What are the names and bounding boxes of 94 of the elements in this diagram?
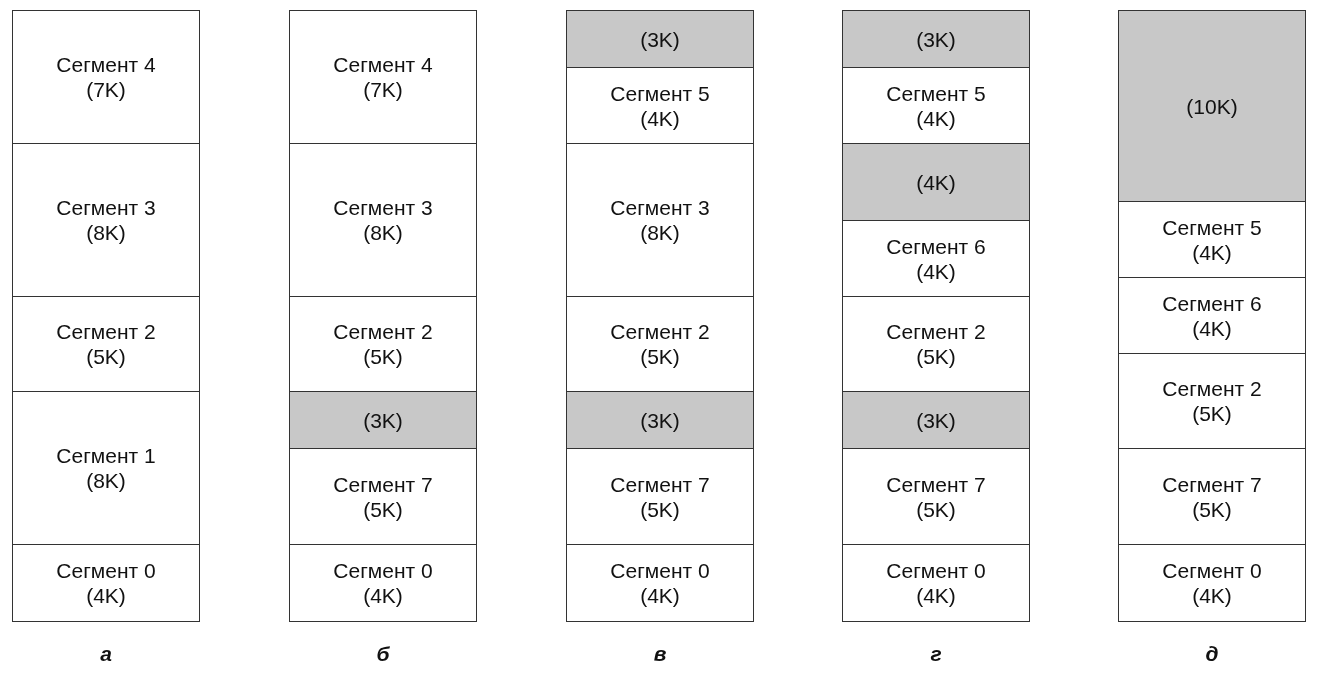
panel-label: г xyxy=(929,642,943,666)
free-memory-block xyxy=(842,391,1030,450)
block-text: (5K) xyxy=(363,496,403,522)
block-text: (5K) xyxy=(1192,496,1232,522)
block-text: (3K) xyxy=(640,407,680,433)
segment-block xyxy=(1118,544,1306,622)
block-text: (5K) xyxy=(640,496,680,522)
block-text: (4K) xyxy=(916,582,956,608)
block-text: Сегмент 2 xyxy=(333,319,433,345)
block-text: (4K) xyxy=(916,105,956,131)
block-text: Сегмент 5 xyxy=(610,80,710,106)
segment-block xyxy=(12,10,200,145)
block-text: (5K) xyxy=(640,344,680,370)
segment-block xyxy=(12,391,200,546)
segment-block xyxy=(12,296,200,393)
segment-block xyxy=(289,448,477,546)
block-text: Сегмент 1 xyxy=(56,443,156,469)
segment-block xyxy=(289,544,477,622)
block-text: Сегмент 5 xyxy=(1162,214,1262,240)
block-text: Сегмент 4 xyxy=(333,52,433,78)
segment-block xyxy=(566,67,754,145)
segment-block xyxy=(842,544,1030,622)
segment-block xyxy=(566,296,754,393)
segment-block xyxy=(289,143,477,298)
block-text: Сегмент 2 xyxy=(886,319,986,345)
block-text: Сегмент 7 xyxy=(886,471,986,497)
segment-block xyxy=(842,448,1030,546)
free-memory-block xyxy=(289,391,477,450)
block-text: Сегмент 2 xyxy=(1162,376,1262,402)
block-text: (4K) xyxy=(916,258,956,284)
block-text: Сегмент 3 xyxy=(56,195,156,221)
block-text: Сегмент 3 xyxy=(333,195,433,221)
block-text: (5K) xyxy=(1192,401,1232,427)
block-text: Сегмент 0 xyxy=(886,557,986,583)
segment-block xyxy=(842,67,1030,145)
block-text: (3K) xyxy=(640,26,680,52)
block-text: Сегмент 5 xyxy=(886,80,986,106)
free-memory-block xyxy=(842,143,1030,222)
segment-block xyxy=(1118,353,1306,450)
block-text: Сегмент 0 xyxy=(56,557,156,583)
block-text: Сегмент 6 xyxy=(886,233,986,259)
block-text: (10K) xyxy=(1186,93,1238,119)
block-text: (3K) xyxy=(916,26,956,52)
block-text: (7K) xyxy=(86,77,126,103)
block-text: Сегмент 6 xyxy=(1162,290,1262,316)
block-text: (7K) xyxy=(363,77,403,103)
block-text: (4K) xyxy=(640,582,680,608)
panel-label: а xyxy=(99,642,113,666)
block-text: (4K) xyxy=(1192,582,1232,608)
segment-block xyxy=(842,296,1030,393)
segment-block xyxy=(566,544,754,622)
panel-label: б xyxy=(375,642,391,666)
panel-label: в xyxy=(652,642,668,666)
block-text: (4K) xyxy=(1192,239,1232,265)
block-text: (8K) xyxy=(86,468,126,494)
block-text: Сегмент 0 xyxy=(610,557,710,583)
block-text: (5K) xyxy=(916,496,956,522)
block-text: (3K) xyxy=(363,407,403,433)
segment-block xyxy=(289,296,477,393)
block-text: Сегмент 3 xyxy=(610,195,710,221)
block-text: (4K) xyxy=(363,582,403,608)
block-text: Сегмент 4 xyxy=(56,52,156,78)
segment-block xyxy=(566,143,754,298)
block-text: (4K) xyxy=(1192,315,1232,341)
panel-label: д xyxy=(1204,642,1220,666)
block-text: (5K) xyxy=(86,344,126,370)
segment-block xyxy=(566,448,754,546)
block-text: Сегмент 0 xyxy=(333,557,433,583)
free-memory-block xyxy=(1118,10,1306,203)
block-text: Сегмент 0 xyxy=(1162,557,1262,583)
free-memory-block xyxy=(842,10,1030,69)
block-text: Сегмент 2 xyxy=(610,319,710,345)
block-text: (8K) xyxy=(640,220,680,246)
block-text: (4K) xyxy=(916,169,956,195)
block-text: (4K) xyxy=(86,582,126,608)
block-text: (8K) xyxy=(86,220,126,246)
segment-block xyxy=(1118,448,1306,546)
block-text: (4K) xyxy=(640,105,680,131)
block-text: Сегмент 7 xyxy=(1162,471,1262,497)
block-text: Сегмент 7 xyxy=(610,471,710,497)
segment-block xyxy=(1118,201,1306,279)
free-memory-block xyxy=(566,391,754,450)
segment-block xyxy=(12,544,200,622)
block-text: Сегмент 7 xyxy=(333,471,433,497)
segment-block xyxy=(289,10,477,145)
block-text: (5K) xyxy=(916,344,956,370)
block-text: (3K) xyxy=(916,407,956,433)
block-text: (5K) xyxy=(363,344,403,370)
free-memory-block xyxy=(566,10,754,69)
segment-block xyxy=(842,220,1030,298)
block-text: (8K) xyxy=(363,220,403,246)
segment-block xyxy=(12,143,200,298)
block-text: Сегмент 2 xyxy=(56,319,156,345)
segment-block xyxy=(1118,277,1306,355)
